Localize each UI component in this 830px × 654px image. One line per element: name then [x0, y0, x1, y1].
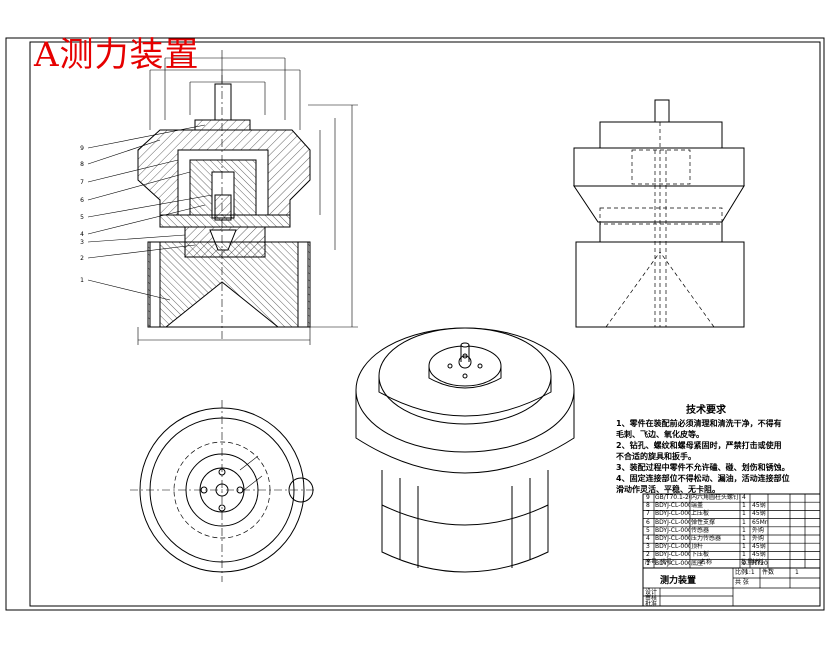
parts-list-qty: 4 — [742, 494, 746, 501]
parts-list-name: 下压板 — [691, 551, 710, 559]
parts-list-mat: 45钢 — [752, 543, 766, 551]
parts-list-name: 端盖 — [691, 502, 704, 510]
parts-list-header: 序号 — [645, 559, 658, 566]
parts-list-mat: 65Mn — [752, 518, 768, 526]
parts-list-mat: 45钢 — [752, 502, 766, 510]
parts-list-name: 弹性支撑 — [691, 518, 716, 526]
parts-list-code: BDYJ-CL-0006 — [655, 518, 690, 526]
parts-list-no: 5 — [646, 526, 650, 534]
qty-value: 1 — [795, 569, 799, 576]
parts-list-name: 内六角圆柱头螺钉M6×20 — [691, 494, 740, 501]
requirement-line: 3、装配过程中零件不允许磕、碰、划伤和锈蚀。 — [616, 463, 790, 472]
part-callout-number: 8 — [80, 161, 84, 168]
part-callout-number: 7 — [80, 179, 84, 186]
parts-list-no: 1 — [646, 559, 650, 567]
drawing-name: 测力装置 — [660, 576, 697, 586]
requirement-line: 4、固定连接部位不得松动、漏油，活动连接部位 — [616, 474, 790, 483]
requirement-line: 1、零件在装配前必须清理和清洗干净，不得有 — [616, 419, 782, 428]
parts-list-qty: 1 — [742, 559, 746, 567]
parts-list-name: 上压板 — [691, 510, 710, 518]
parts-list-no: 2 — [646, 551, 650, 559]
parts-list-qty: 1 — [742, 518, 746, 526]
parts-list-qty: 1 — [742, 510, 746, 518]
overlay-title: A测力装置 — [34, 35, 200, 75]
technical-requirements-lines: 1、零件在装配前必须清理和清洗干净，不得有毛刺、飞边、氧化皮等。 2、钻孔、螺纹和… — [616, 418, 796, 495]
parts-list-header: 数量 — [741, 559, 754, 566]
top-view — [130, 400, 314, 582]
parts-list-name: 压力传感器 — [691, 535, 722, 542]
parts-list-no: 4 — [646, 535, 650, 542]
parts-list-name: 传感器 — [691, 526, 710, 534]
parts-list-code: BDYJ-CL-0005 — [655, 526, 690, 534]
sign-label: 批准 — [645, 601, 658, 608]
parts-list-code: BDYJ-CL-0001 — [655, 559, 690, 567]
isometric-view — [355, 327, 575, 573]
parts-list-code: BDYJ-CL-0008 — [655, 502, 690, 510]
parts-list-qty: 1 — [742, 535, 746, 542]
sign-label: 审核 — [645, 595, 658, 602]
ratio-value: 1:1 — [745, 569, 755, 576]
parts-list-mat: 外购 — [752, 535, 765, 542]
parts-list-code: BDYJ-CL-0003 — [655, 543, 690, 551]
parts-list-no: 9 — [646, 494, 650, 501]
parts-list-qty: 1 — [742, 551, 746, 559]
part-callout-number: 6 — [80, 197, 84, 204]
requirement-line: 2、钻孔、螺纹和螺母紧固时，严禁打击或使用 — [616, 441, 782, 450]
parts-list-no: 3 — [646, 543, 650, 551]
parts-list-no: 8 — [646, 502, 650, 510]
parts-list-qty: 1 — [742, 502, 746, 510]
sheet-label: 共 张 — [735, 579, 749, 586]
parts-list-name: 顶杆 — [691, 543, 704, 551]
sign-label: 设计 — [645, 589, 658, 596]
parts-list-name: 底座 — [691, 559, 704, 567]
parts-list-mat: HT200 — [752, 559, 768, 567]
parts-list-no: 6 — [646, 518, 650, 526]
parts-list-mat: 45钢 — [752, 551, 766, 559]
parts-list-no: 7 — [646, 510, 650, 518]
side-view — [573, 99, 745, 328]
part-callouts: 9 8 7 6 5 43 2 1 — [80, 145, 84, 284]
requirement-line: 不合适的旋具和扳手。 — [616, 452, 696, 461]
ratio-label: 比例 — [735, 569, 748, 576]
part-callout-number: 5 — [80, 214, 84, 221]
qty-label: 件数 — [762, 569, 775, 576]
requirement-line: 滑动作灵活、平稳、无卡阻。 — [616, 485, 720, 494]
parts-list-mat: 外购 — [752, 526, 765, 534]
part-callout-number: 2 — [80, 255, 84, 262]
part-callout-number: 3 — [80, 239, 84, 246]
parts-list-qty: 1 — [742, 526, 746, 534]
inner-border — [29, 41, 821, 607]
front-section-view — [87, 50, 358, 345]
parts-list-mat: 45钢 — [752, 510, 766, 518]
parts-list-header: 材料 — [752, 559, 765, 566]
parts-list-code: GB/T70.1-2000 — [655, 494, 690, 501]
part-callout-number: 9 — [80, 145, 84, 152]
parts-list-code: BDYJ-CL-0007 — [655, 510, 690, 518]
technical-requirements-title: 技术要求 — [686, 405, 726, 416]
parts-list-qty: 1 — [742, 543, 746, 551]
parts-list-header: 代号 — [660, 559, 673, 566]
requirement-line: 毛刺、飞边、氧化皮等。 — [616, 430, 704, 439]
technical-requirements: 技术要求 1、零件在装配前必须清理和清洗干净，不得有毛刺、飞边、氧化皮等。 2、钻… — [616, 405, 796, 495]
parts-list-header: 名称 — [700, 559, 713, 566]
parts-list-code: BDYJ-CL-0004 — [655, 535, 690, 542]
part-callout-number: 4 — [80, 231, 84, 238]
title-block-lines — [642, 493, 821, 607]
parts-list-code: BDYJ-CL-0002 — [655, 551, 690, 559]
outer-border — [5, 37, 825, 611]
part-callout-number: 1 — [80, 277, 84, 284]
